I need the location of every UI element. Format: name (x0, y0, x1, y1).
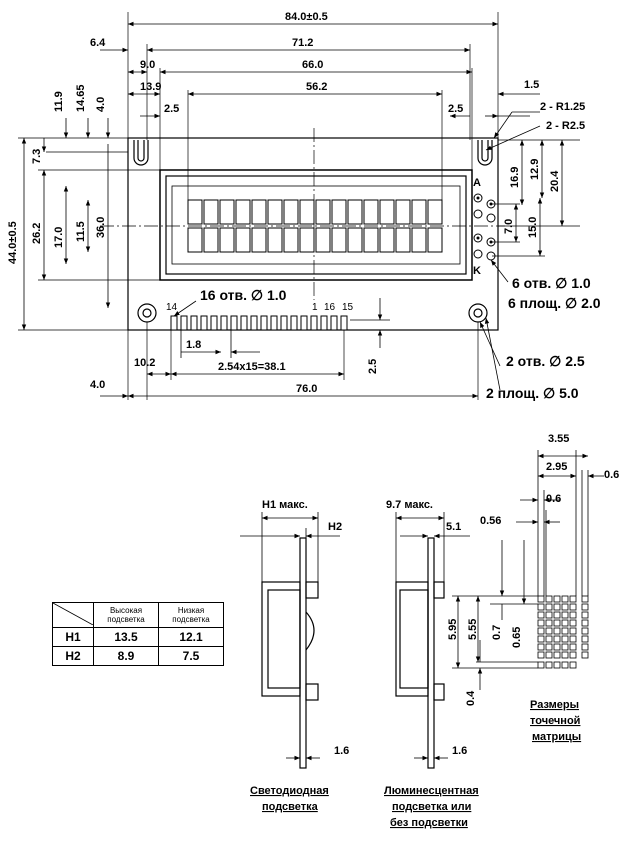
dim-26-2: 26.2 (31, 223, 43, 244)
dim-7-3: 7.3 (31, 149, 43, 164)
center-lines (100, 128, 505, 300)
dim-7-0: 7.0 (503, 219, 515, 234)
el-bottom-dim: 1.6 (452, 745, 467, 757)
led-caption-2: подсветка (262, 801, 319, 813)
matrix-dim-2-95: 2.95 (546, 461, 567, 473)
dim-14-65: 14.65 (75, 84, 87, 112)
el-caption-2: подсветка или (392, 801, 471, 813)
matrix-caption-3: матрицы (532, 731, 581, 743)
note-6-pads: 6 площ. ∅ 2.0 (508, 295, 601, 311)
matrix-dim-5-55: 5.55 (467, 619, 479, 640)
matrix-dim-3-55: 3.55 (548, 433, 569, 445)
table-cell-name: H2 (52, 646, 94, 666)
table-cell-high: 13.5 (93, 627, 159, 647)
note-6-holes: 6 отв. ∅ 1.0 (512, 275, 591, 291)
dim-20-4: 20.4 (549, 170, 561, 192)
dim-11-5: 11.5 (75, 221, 87, 242)
side-view-led (261, 537, 319, 769)
dim-bezel: 66.0 (302, 59, 323, 71)
dim-left-13-9: 13.9 (140, 81, 161, 93)
left-dim-lines (21, 118, 128, 330)
dim-15-0: 15.0 (527, 217, 539, 238)
dim-left-2-5: 2.5 (164, 103, 179, 115)
dim-pin-pitch: 2.54x15=38.1 (218, 361, 286, 373)
slot-hole-right (477, 140, 493, 166)
table-cell-low: 12.1 (158, 627, 224, 647)
table-corner (52, 602, 94, 628)
led-bottom-dim: 1.6 (334, 745, 349, 757)
pin-label-16: 16 (324, 302, 336, 313)
height-table: Высокая подсветка Низкая подсветка H1 13… (52, 602, 224, 666)
table-row: H1 13.5 12.1 (52, 627, 224, 647)
note-16-holes: 16 отв. ∅ 1.0 (200, 287, 287, 303)
dim-76-0: 76.0 (296, 383, 317, 395)
pin-label-a: A (473, 177, 481, 189)
matrix-caption-1: Размеры (530, 699, 579, 711)
dim-left-6-4: 6.4 (90, 37, 106, 49)
el-caption-1: Люминесцентная (384, 785, 479, 797)
led-caption-1: Светодиодная (250, 785, 329, 797)
dim-36-0: 36.0 (95, 217, 107, 238)
el-caption-3: без подсветки (390, 817, 468, 829)
el-max-label: 9.7 макс. (386, 499, 433, 511)
table-header-high: Высокая подсветка (93, 602, 159, 628)
dim-12-9: 12.9 (529, 159, 541, 180)
dim-10-2: 10.2 (134, 357, 155, 369)
leader-lines (173, 111, 541, 391)
mount-hole-right (468, 303, 488, 323)
dim-4-0-bottom: 4.0 (90, 379, 105, 391)
matrix-dim-0-65: 0.65 (511, 627, 523, 648)
table-header-low: Низкая подсветка (158, 602, 224, 628)
dim-overall-height: 44.0±0.5 (7, 221, 19, 264)
right-dim-lines (492, 139, 580, 257)
dim-holes-span: 71.2 (292, 37, 313, 49)
led-h1-label: H1 макс. (262, 499, 308, 511)
matrix-dim-0-56: 0.56 (480, 515, 501, 527)
radius-r2-5: 2 - R2.5 (546, 120, 585, 132)
dim-17-0: 17.0 (53, 227, 65, 248)
character-matrix (187, 199, 443, 253)
bottom-dim-lines (100, 298, 478, 399)
mount-hole-left (137, 303, 157, 323)
pin-label-k: K (473, 265, 481, 277)
dim-view-area: 56.2 (306, 81, 327, 93)
dim-4-0: 4.0 (95, 97, 107, 112)
extension-lines (18, 12, 499, 400)
matrix-dim-5-95: 5.95 (447, 619, 459, 640)
pin-label-15: 15 (342, 302, 354, 313)
table-row: H2 8.9 7.5 (52, 646, 224, 666)
matrix-dim-0-6: 0.6 (546, 493, 561, 505)
dim-16-9: 16.9 (509, 167, 521, 188)
dim-left-9-0: 9.0 (140, 59, 155, 71)
slot-hole-left (133, 140, 149, 166)
pin-row (170, 315, 348, 331)
dim-1-8: 1.8 (186, 339, 201, 351)
dim-right-1-5: 1.5 (524, 79, 539, 91)
top-dim-lines (100, 21, 540, 119)
dot-matrix-detail[interactable] (537, 595, 589, 669)
dim-overall-width: 84.0±0.5 (285, 11, 328, 23)
note-2-holes: 2 отв. ∅ 2.5 (506, 353, 585, 369)
led-h2-label: H2 (328, 521, 342, 533)
matrix-caption-2: точечной (530, 715, 580, 727)
pin-label-14: 14 (166, 302, 178, 313)
el-right-dim: 5.1 (446, 521, 461, 533)
dim-right-2-5: 2.5 (448, 103, 463, 115)
matrix-dim-0-7: 0.7 (491, 625, 503, 640)
matrix-dim-0-4: 0.4 (465, 690, 477, 706)
matrix-dim-0-6-right: 0.6 (604, 469, 619, 481)
radius-r1-25: 2 - R1.25 (540, 101, 585, 113)
note-2-pads: 2 площ. ∅ 5.0 (486, 385, 579, 401)
side-view-el (395, 537, 445, 769)
table-cell-high: 8.9 (93, 646, 159, 666)
table-cell-name: H1 (52, 627, 94, 647)
dim-11-9: 11.9 (53, 91, 65, 112)
dim-pin-height: 2.5 (367, 359, 379, 374)
pin-label-1: 1 (312, 302, 318, 313)
table-cell-low: 7.5 (158, 646, 224, 666)
